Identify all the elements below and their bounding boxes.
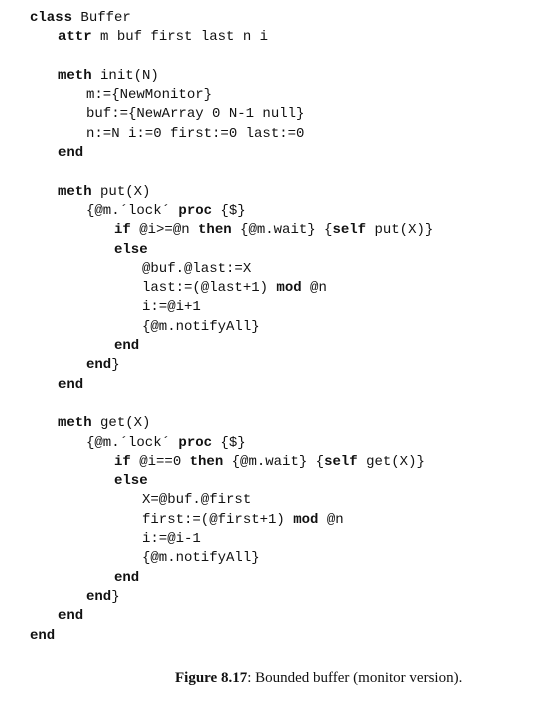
code-keyword: mod bbox=[276, 280, 302, 297]
code-line: X=@buf.@first bbox=[0, 491, 433, 510]
code-keyword: end bbox=[86, 357, 112, 374]
code-line: end bbox=[0, 627, 433, 646]
figure-label: Figure 8.17 bbox=[175, 670, 248, 686]
code-line: end bbox=[0, 376, 433, 395]
code-keyword: end bbox=[58, 608, 84, 625]
code-keyword: meth bbox=[58, 183, 92, 200]
code-keyword: mod bbox=[293, 511, 319, 528]
code-text: first:=(@first+1) bbox=[142, 511, 294, 528]
code-keyword: self bbox=[324, 453, 358, 470]
code-text: @i>=@n bbox=[130, 222, 199, 239]
code-line: i:=@i-1 bbox=[0, 530, 433, 549]
code-text: i:=@i-1 bbox=[142, 531, 201, 548]
code-line: {@m.notifyAll} bbox=[0, 318, 433, 337]
code-line: @buf.@last:=X bbox=[0, 260, 433, 279]
code-keyword: if bbox=[114, 222, 131, 239]
code-blank-line bbox=[0, 48, 433, 67]
code-text: @n bbox=[318, 511, 344, 528]
code-text: m:={NewMonitor} bbox=[86, 87, 213, 104]
code-keyword: end bbox=[114, 569, 140, 586]
code-text: X=@buf.@first bbox=[142, 492, 252, 509]
code-line: last:=(@last+1) mod @n bbox=[0, 279, 433, 298]
code-line: {@m.´lock´ proc {$} bbox=[0, 202, 433, 221]
code-text: } bbox=[111, 357, 120, 374]
code-text: {$} bbox=[212, 434, 246, 451]
code-text: get(X)} bbox=[357, 453, 425, 470]
code-keyword: attr bbox=[58, 29, 92, 46]
code-text: buf:={NewArray 0 N-1 null} bbox=[86, 106, 305, 123]
code-line: {@m.´lock´ proc {$} bbox=[0, 434, 433, 453]
code-keyword: self bbox=[332, 222, 367, 239]
code-text: @buf.@last:=X bbox=[142, 260, 252, 277]
code-line: meth put(X) bbox=[0, 183, 433, 202]
code-line: end bbox=[0, 337, 433, 356]
code-text: {@m.wait} { bbox=[223, 453, 325, 470]
code-line: first:=(@first+1) mod @n bbox=[0, 511, 433, 530]
code-line: if @i==0 then {@m.wait} {self get(X)} bbox=[0, 453, 433, 472]
code-line: buf:={NewArray 0 N-1 null} bbox=[0, 105, 433, 124]
code-text: } bbox=[111, 588, 120, 605]
code-line: m:={NewMonitor} bbox=[0, 86, 433, 105]
code-keyword: then bbox=[198, 222, 232, 239]
code-line: {@m.notifyAll} bbox=[0, 549, 433, 568]
code-text: {$} bbox=[212, 202, 246, 219]
code-keyword: else bbox=[114, 241, 148, 258]
code-line: else bbox=[0, 241, 433, 260]
code-keyword: proc bbox=[178, 202, 213, 219]
code-line: i:=@i+1 bbox=[0, 298, 433, 317]
code-keyword: end bbox=[58, 376, 84, 393]
code-text: {@m.notifyAll} bbox=[142, 550, 260, 567]
code-line: meth get(X) bbox=[0, 414, 433, 433]
code-line: meth init(N) bbox=[0, 67, 433, 86]
code-keyword: end bbox=[86, 588, 112, 605]
code-line: end} bbox=[0, 356, 433, 375]
code-text: i:=@i+1 bbox=[142, 299, 201, 316]
code-text: get(X) bbox=[91, 415, 151, 432]
figure-caption-text: : Bounded buffer (monitor version). bbox=[247, 670, 463, 686]
code-line: end bbox=[0, 569, 433, 588]
code-keyword: meth bbox=[58, 415, 92, 432]
code-keyword: end bbox=[114, 338, 140, 355]
code-line: n:=N i:=0 first:=0 last:=0 bbox=[0, 125, 433, 144]
code-text: put(X) bbox=[91, 183, 151, 200]
code-blank-line bbox=[0, 395, 433, 414]
code-text: m buf first last n i bbox=[91, 29, 269, 46]
code-keyword: end bbox=[30, 627, 56, 644]
code-keyword: else bbox=[114, 473, 148, 490]
code-text: {@m.´lock´ bbox=[86, 434, 179, 451]
code-text: put(X)} bbox=[366, 222, 434, 239]
code-text: {@m.wait} { bbox=[231, 222, 333, 239]
code-line: attr m buf first last n i bbox=[0, 28, 433, 47]
code-text: {@m.notifyAll} bbox=[142, 318, 260, 335]
code-line: class Buffer bbox=[0, 9, 433, 28]
code-line: end} bbox=[0, 588, 433, 607]
code-text: last:=(@last+1) bbox=[142, 280, 277, 297]
figure-caption: Figure 8.17: Bounded buffer (monitor ver… bbox=[175, 670, 462, 687]
code-keyword: then bbox=[189, 453, 224, 470]
code-keyword: proc bbox=[178, 434, 213, 451]
code-text: init(N) bbox=[91, 67, 159, 84]
code-text: @i==0 bbox=[130, 453, 190, 470]
code-keyword: class bbox=[30, 10, 73, 26]
code-text: Buffer bbox=[72, 10, 131, 26]
code-line: end bbox=[0, 607, 433, 626]
code-line: else bbox=[0, 472, 433, 491]
code-keyword: if bbox=[114, 453, 131, 470]
code-line: end bbox=[0, 144, 433, 163]
code-text: @n bbox=[301, 280, 327, 297]
code-blank-line bbox=[0, 163, 433, 182]
code-text: {@m.´lock´ bbox=[86, 202, 179, 219]
code-line: if @i>=@n then {@m.wait} {self put(X)} bbox=[0, 221, 433, 240]
code-keyword: end bbox=[58, 145, 84, 162]
code-text: n:=N i:=0 first:=0 last:=0 bbox=[86, 125, 305, 142]
code-keyword: meth bbox=[58, 67, 92, 84]
